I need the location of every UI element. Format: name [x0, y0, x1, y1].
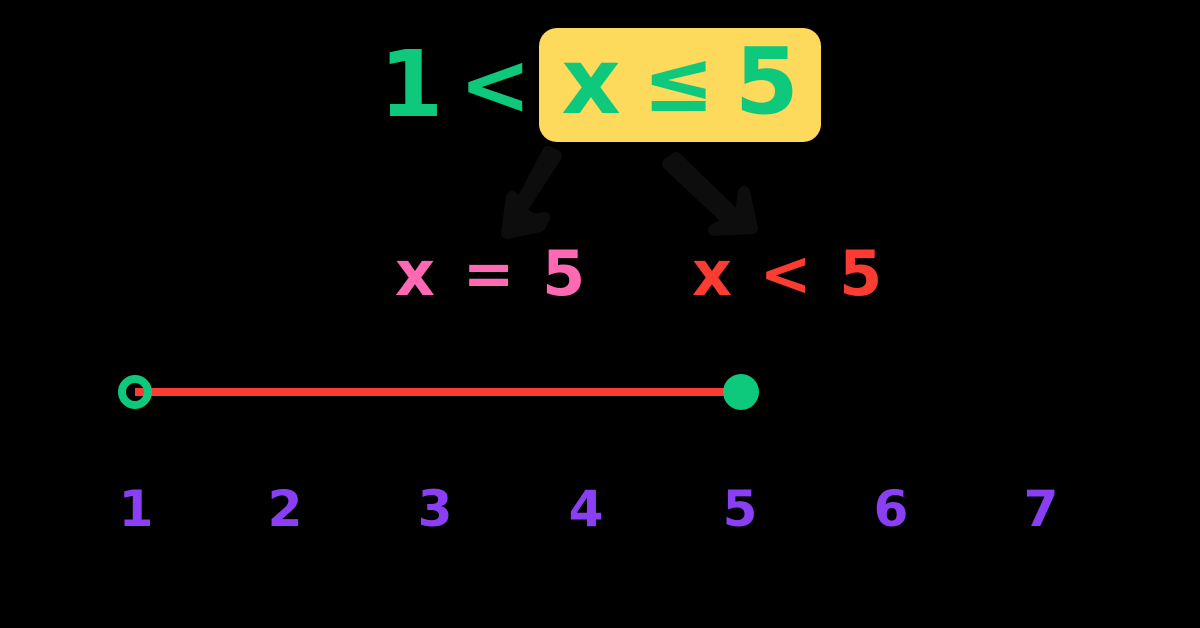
tick-label-1: 1	[118, 480, 154, 538]
equals-case-label: x = 5	[395, 243, 588, 305]
tick-label-4: 4	[568, 480, 604, 538]
tick-label-6: 6	[873, 480, 909, 538]
less-than-case-label: x < 5	[692, 243, 885, 305]
tick-label-row: 1 2 3 4 5 6 7	[0, 484, 1200, 554]
formula-highlight-box: x ≤ 5	[539, 28, 821, 142]
formula-highlight-variable: x	[561, 28, 621, 135]
tick-label-3: 3	[417, 480, 453, 538]
tick-label-7: 7	[1023, 480, 1059, 538]
open-endpoint-at-1	[118, 375, 152, 409]
tick-label-2: 2	[267, 480, 303, 538]
formula-left-operator: <	[459, 35, 534, 135]
formula-row: 1 < x ≤ 5	[0, 22, 1200, 148]
formula-highlight-number: 5	[734, 28, 799, 135]
formula-highlight-operator: ≤	[642, 32, 715, 132]
less-than-case-text: x < 5	[692, 237, 886, 310]
closed-endpoint-at-5	[723, 374, 759, 410]
formula-left-part: 1 <	[379, 39, 539, 131]
tick-label-5: 5	[722, 480, 758, 538]
equals-case-text: x = 5	[395, 237, 589, 310]
formula-left-number: 1	[379, 31, 446, 138]
